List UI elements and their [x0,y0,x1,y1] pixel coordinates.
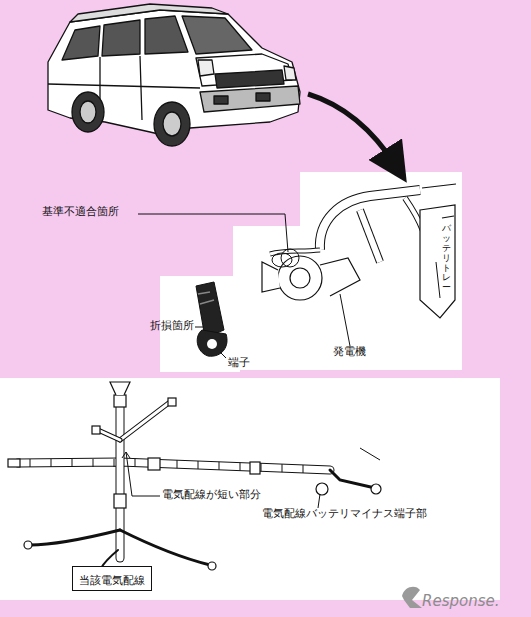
band-stroke [135,459,136,467]
band-stroke [51,459,52,467]
band-stroke [114,459,115,467]
watermark-logo [402,587,422,608]
watermark: Response. [422,593,499,610]
generator [262,250,360,300]
callout-label: 発電機 [333,346,366,359]
box-text: 当該電気配線 [79,574,145,587]
callout-label: 折損箇所 [150,320,194,333]
harness-panel [0,378,500,600]
callout-label: バッテリトレー [442,224,451,293]
pointer-arrow [308,94,396,166]
band-stroke [303,465,304,473]
callout-label: 電気配線バッテリマイナス端子部 [262,508,427,521]
callout-label: 電気配線が短い部分 [162,489,261,502]
band-stroke [261,463,262,471]
terminal [196,282,227,356]
band-stroke [198,461,199,469]
callout-label: 端子 [228,357,250,370]
band-stroke [282,464,283,472]
label-box: 当該電気配線 [72,566,152,591]
band-stroke [30,459,31,467]
band-stroke [219,462,220,470]
band-stroke [177,460,178,468]
band-stroke [72,459,73,467]
band-stroke [93,459,94,467]
band-stroke [240,463,241,471]
suv-illustration [48,4,300,146]
harness-bands [30,459,303,473]
wiring-harness [18,402,375,578]
harness-connectors [8,382,381,583]
callout-label: 基準不適合箇所 [42,206,119,219]
leader-lines [122,214,440,508]
